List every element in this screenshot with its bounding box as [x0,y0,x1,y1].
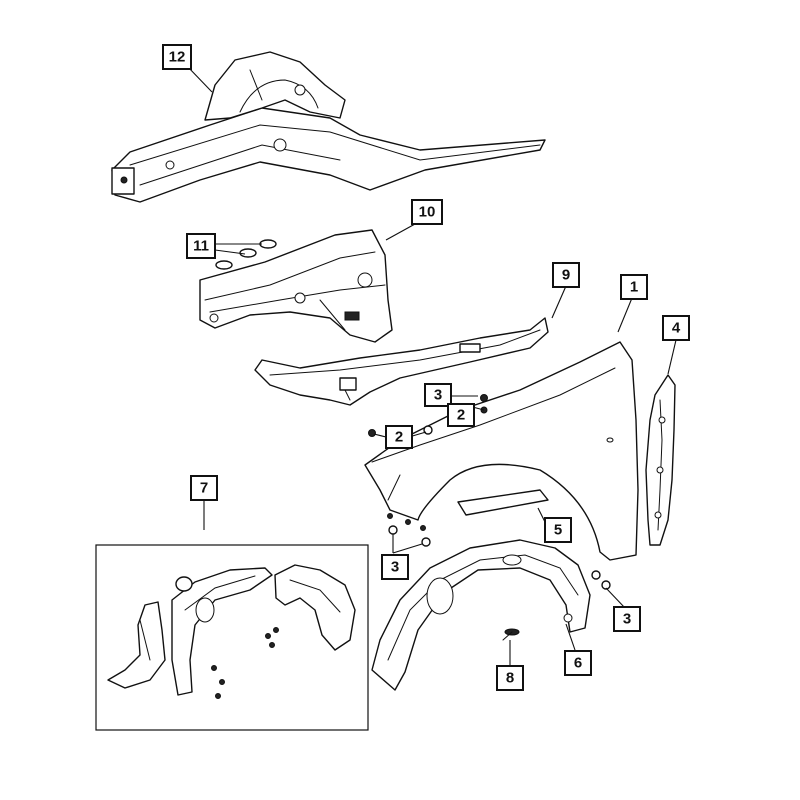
part-2-bolts [368,394,488,437]
part-4-fender-bracket [645,374,676,546]
callout-12: 12 [162,44,192,70]
part-10-shock-tower [199,229,393,343]
callout-1-label: 1 [630,279,638,296]
callout-11: 11 [186,233,216,259]
callout-3c: 3 [613,606,641,632]
part-6-wheelhouse-liner [371,539,591,691]
callout-3b: 3 [381,554,409,580]
part-7-liner-kit [95,544,369,731]
part-1-front-fender [364,341,639,561]
callout-8: 8 [496,665,524,691]
part-3-nuts [388,425,611,590]
callout-2b-label: 2 [395,429,403,446]
callout-6: 6 [564,650,592,676]
part-12-frame-rail [111,51,546,203]
callout-11-label: 11 [193,238,209,255]
callout-2a: 2 [447,403,475,427]
callout-3b-label: 3 [391,559,399,576]
callout-9-label: 9 [562,267,570,284]
callout-12-label: 12 [169,49,186,66]
callout-7: 7 [190,475,218,501]
callout-5: 5 [544,517,572,543]
part-8-screw [502,628,520,641]
callout-4: 4 [662,315,690,341]
part-9-cowl-reinforcement [254,317,549,406]
callout-5-label: 5 [554,522,562,539]
callout-7-label: 7 [200,480,208,497]
callout-9: 9 [552,262,580,288]
callout-10: 10 [411,199,443,225]
callout-3c-label: 3 [623,611,631,628]
callout-3a-label: 3 [434,387,442,404]
callout-2b: 2 [385,425,413,449]
part-5-trim-strip [457,489,549,516]
callout-1: 1 [620,274,648,300]
callout-4-label: 4 [672,320,681,337]
callout-3a: 3 [424,383,452,407]
callout-6-label: 6 [574,655,582,672]
callout-2a-label: 2 [457,407,465,424]
part-11-plugs [215,239,277,270]
callout-10-label: 10 [419,204,436,221]
callout-8-label: 8 [506,670,514,687]
